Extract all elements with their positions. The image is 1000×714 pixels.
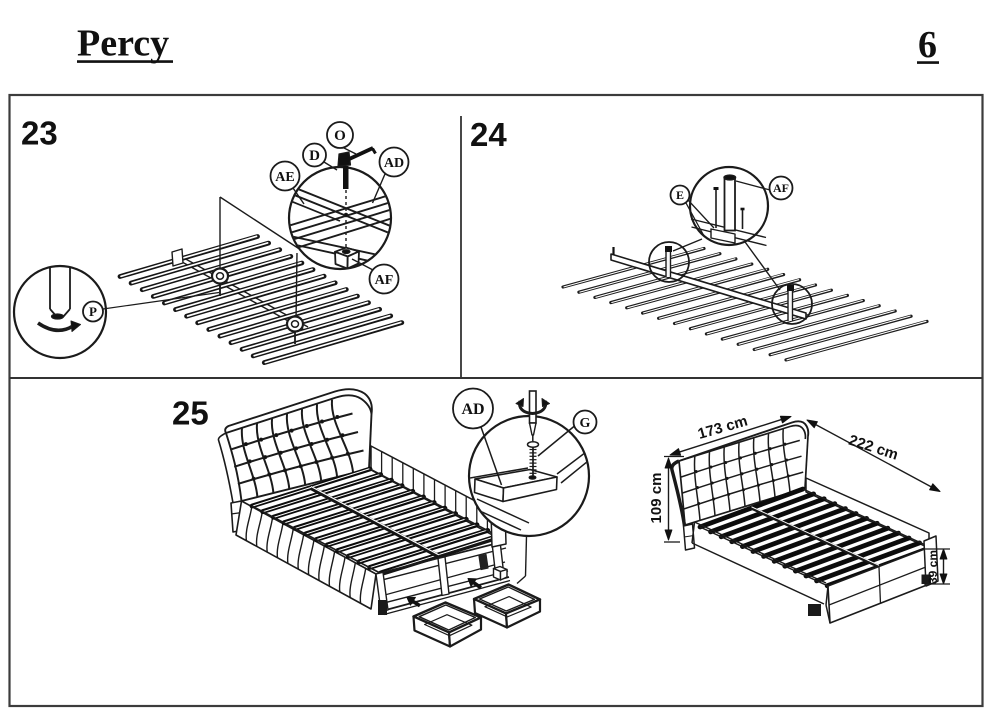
svg-text:G: G <box>580 416 591 431</box>
svg-text:E: E <box>676 188 684 202</box>
svg-text:6: 6 <box>918 24 937 66</box>
svg-text:AF: AF <box>375 273 394 288</box>
svg-text:24: 24 <box>470 116 507 153</box>
svg-text:AD: AD <box>461 401 484 418</box>
svg-text:109 cm: 109 cm <box>648 473 665 524</box>
svg-text:D: D <box>309 148 320 164</box>
svg-text:AD: AD <box>384 156 404 171</box>
svg-text:39 cm: 39 cm <box>926 550 940 584</box>
svg-text:O: O <box>334 128 346 144</box>
svg-text:23: 23 <box>21 115 58 152</box>
svg-text:AE: AE <box>275 170 294 185</box>
svg-text:Percy: Percy <box>77 23 169 65</box>
svg-text:AF: AF <box>773 181 789 195</box>
svg-text:P: P <box>89 304 97 319</box>
svg-text:25: 25 <box>172 395 209 432</box>
